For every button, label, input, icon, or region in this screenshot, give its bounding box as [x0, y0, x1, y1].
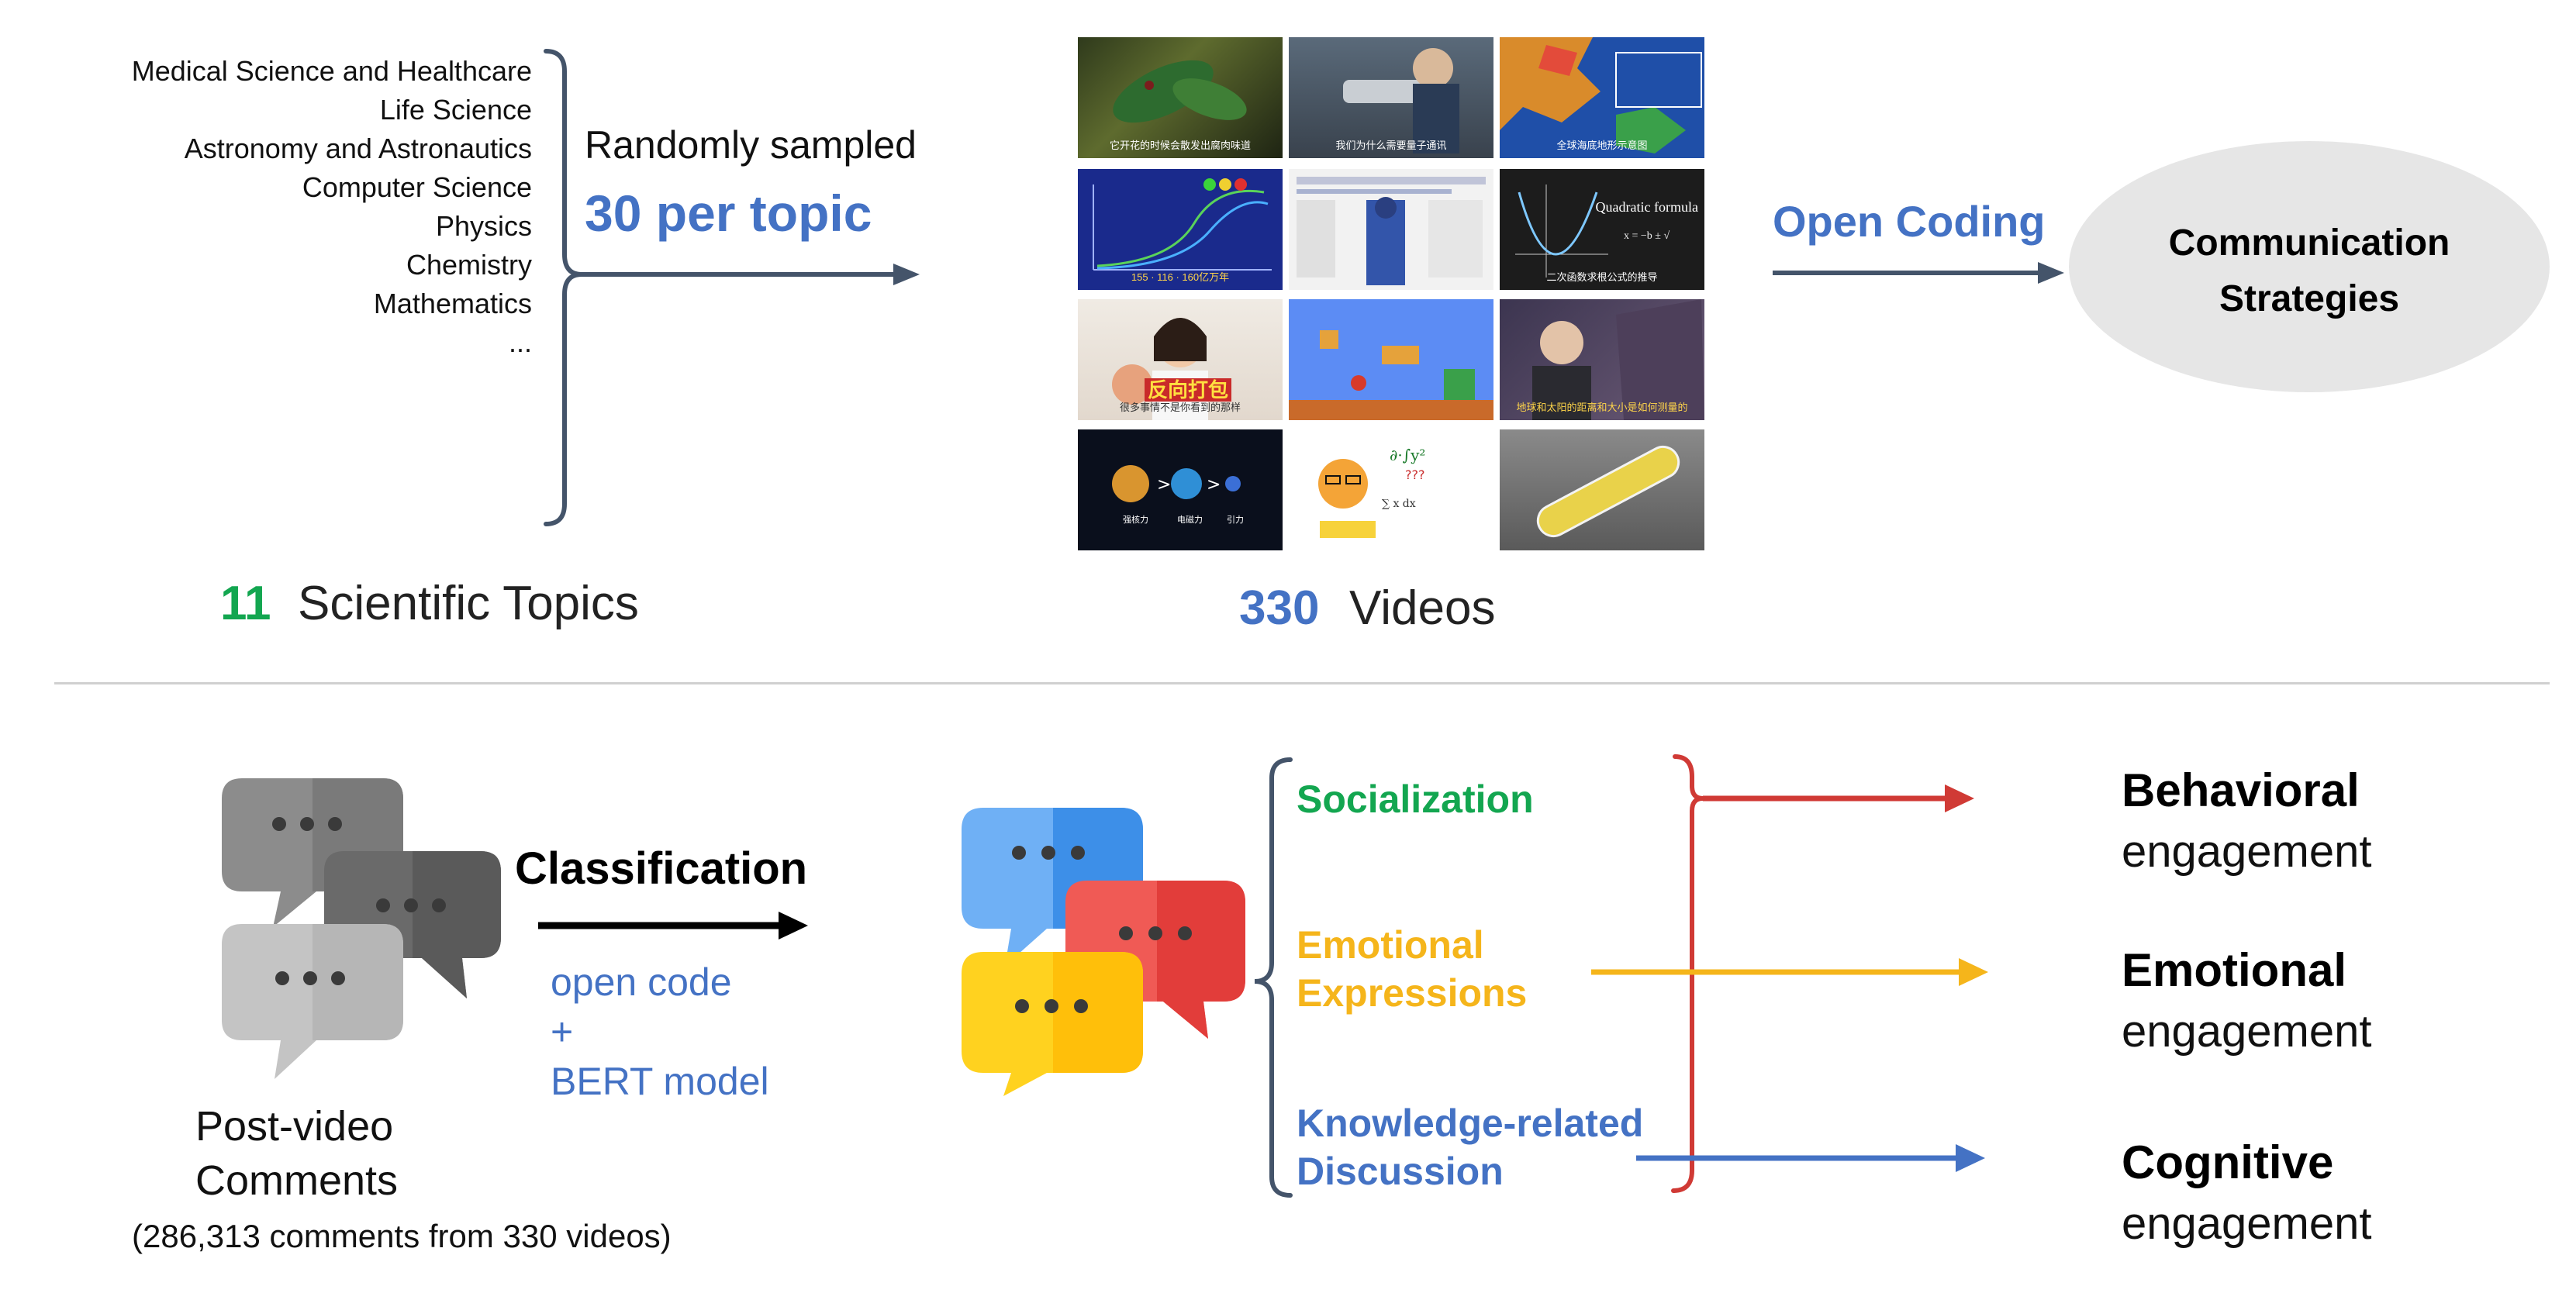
- topic-medical: Medical Science and Healthcare: [131, 55, 532, 87]
- video-label: Videos: [1349, 581, 1496, 635]
- planet-label-em: 电磁力: [1177, 515, 1203, 525]
- comments-line2: Comments: [195, 1157, 399, 1204]
- video-thumb-cartoon: ∂·∫y²??? ∑ x dx: [1289, 429, 1493, 550]
- open-coding-label: Open Coding: [1773, 197, 2046, 246]
- video-caption: 我们为什么需要量子通讯: [1335, 140, 1447, 151]
- engagement-cognitive: Cognitive: [2122, 1136, 2334, 1188]
- video-thumb-document: [1289, 169, 1493, 290]
- video-corner-label: Quadratic formula: [1595, 199, 1698, 215]
- video-thumb-chemistry: [1500, 429, 1704, 550]
- svg-text:>: >: [1207, 475, 1221, 495]
- video-overlay-badge: 反向打包: [1145, 378, 1232, 402]
- section-divider: [54, 682, 2550, 684]
- svg-text:∑ x dx: ∑ x dx: [1382, 498, 1416, 510]
- engagement-behavioral-suffix: engagement: [2122, 826, 2372, 877]
- svg-text:???: ???: [1405, 467, 1424, 482]
- topic-count: 11: [220, 577, 271, 630]
- comments-note: (286,313 comments from 330 videos): [132, 1218, 672, 1254]
- classification-line2: +: [551, 1010, 574, 1053]
- video-thumb-chart: 155 · 116 · 160亿万年: [1078, 169, 1283, 290]
- sampling-label: Randomly sampled: [585, 123, 917, 167]
- topic-more: ...: [508, 326, 532, 358]
- classification-line1: open code: [551, 960, 732, 1004]
- strategies-line1: Communication: [2168, 222, 2450, 264]
- planet-label-strong: 强核力: [1123, 515, 1148, 525]
- engagement-behavioral: Behavioral: [2122, 764, 2360, 816]
- topic-computer-science: Computer Science: [302, 171, 532, 203]
- category-knowledge-line1: Knowledge-related: [1297, 1102, 1644, 1145]
- engagement-emotional-suffix: engagement: [2122, 1006, 2372, 1057]
- topic-label: Scientific Topics: [298, 577, 639, 630]
- video-caption: 二次函数求根公式的推导: [1546, 271, 1658, 283]
- video-caption: 很多事情不是你看到的那样: [1119, 402, 1241, 413]
- engagement-emotional: Emotional: [2122, 944, 2347, 996]
- video-thumb-map: 全球海底地形示意图: [1500, 37, 1704, 158]
- svg-text:>: >: [1157, 475, 1171, 495]
- topic-chemistry: Chemistry: [406, 249, 532, 281]
- video-caption: 地球和太阳的距离和大小是如何测量的: [1516, 402, 1688, 413]
- classification-line3: BERT model: [551, 1060, 769, 1103]
- video-thumb-planets: > > 强核力 电磁力 引力: [1078, 429, 1283, 550]
- video-thumb-plant: 它开花的时候会散发出腐肉味道: [1078, 37, 1283, 158]
- video-caption: 它开花的时候会散发出腐肉味道: [1109, 140, 1251, 151]
- video-thumb-presenter: 反向打包 很多事情不是你看到的那样: [1078, 299, 1283, 420]
- category-socialization: Socialization: [1297, 778, 1534, 821]
- video-caption: 全球海底地形示意图: [1556, 140, 1648, 151]
- strategies-line2: Strategies: [2219, 278, 2400, 319]
- svg-text:∂·∫y²: ∂·∫y²: [1390, 446, 1425, 464]
- video-thumb-quantum: 我们为什么需要量子通讯: [1289, 37, 1493, 158]
- video-thumb-quadratic: x = −b ± √ Quadratic formula 二次函数求根公式的推导: [1500, 169, 1704, 290]
- video-count: 330: [1239, 581, 1320, 635]
- comments-line1: Post-video: [195, 1103, 394, 1150]
- sampling-count: 30 per topic: [585, 184, 872, 242]
- topic-life-science: Life Science: [379, 94, 532, 126]
- planet-label-gravity: 引力: [1227, 515, 1244, 525]
- video-thumb-game: [1289, 299, 1493, 420]
- category-knowledge-line2: Discussion: [1297, 1150, 1504, 1193]
- video-caption: 155 · 116 · 160亿万年: [1131, 271, 1230, 283]
- engagement-cognitive-suffix: engagement: [2122, 1198, 2372, 1249]
- topic-astronomy: Astronomy and Astronautics: [184, 133, 532, 164]
- category-emotional-line2: Expressions: [1297, 971, 1528, 1015]
- svg-text:x = −b ± √: x = −b ± √: [1624, 230, 1670, 242]
- classification-title: Classification: [515, 843, 808, 894]
- category-emotional-line1: Emotional: [1297, 923, 1484, 967]
- video-thumb-lecturer: 地球和太阳的距离和大小是如何测量的: [1500, 299, 1704, 420]
- topic-physics: Physics: [435, 210, 532, 242]
- topic-mathematics: Mathematics: [373, 288, 532, 319]
